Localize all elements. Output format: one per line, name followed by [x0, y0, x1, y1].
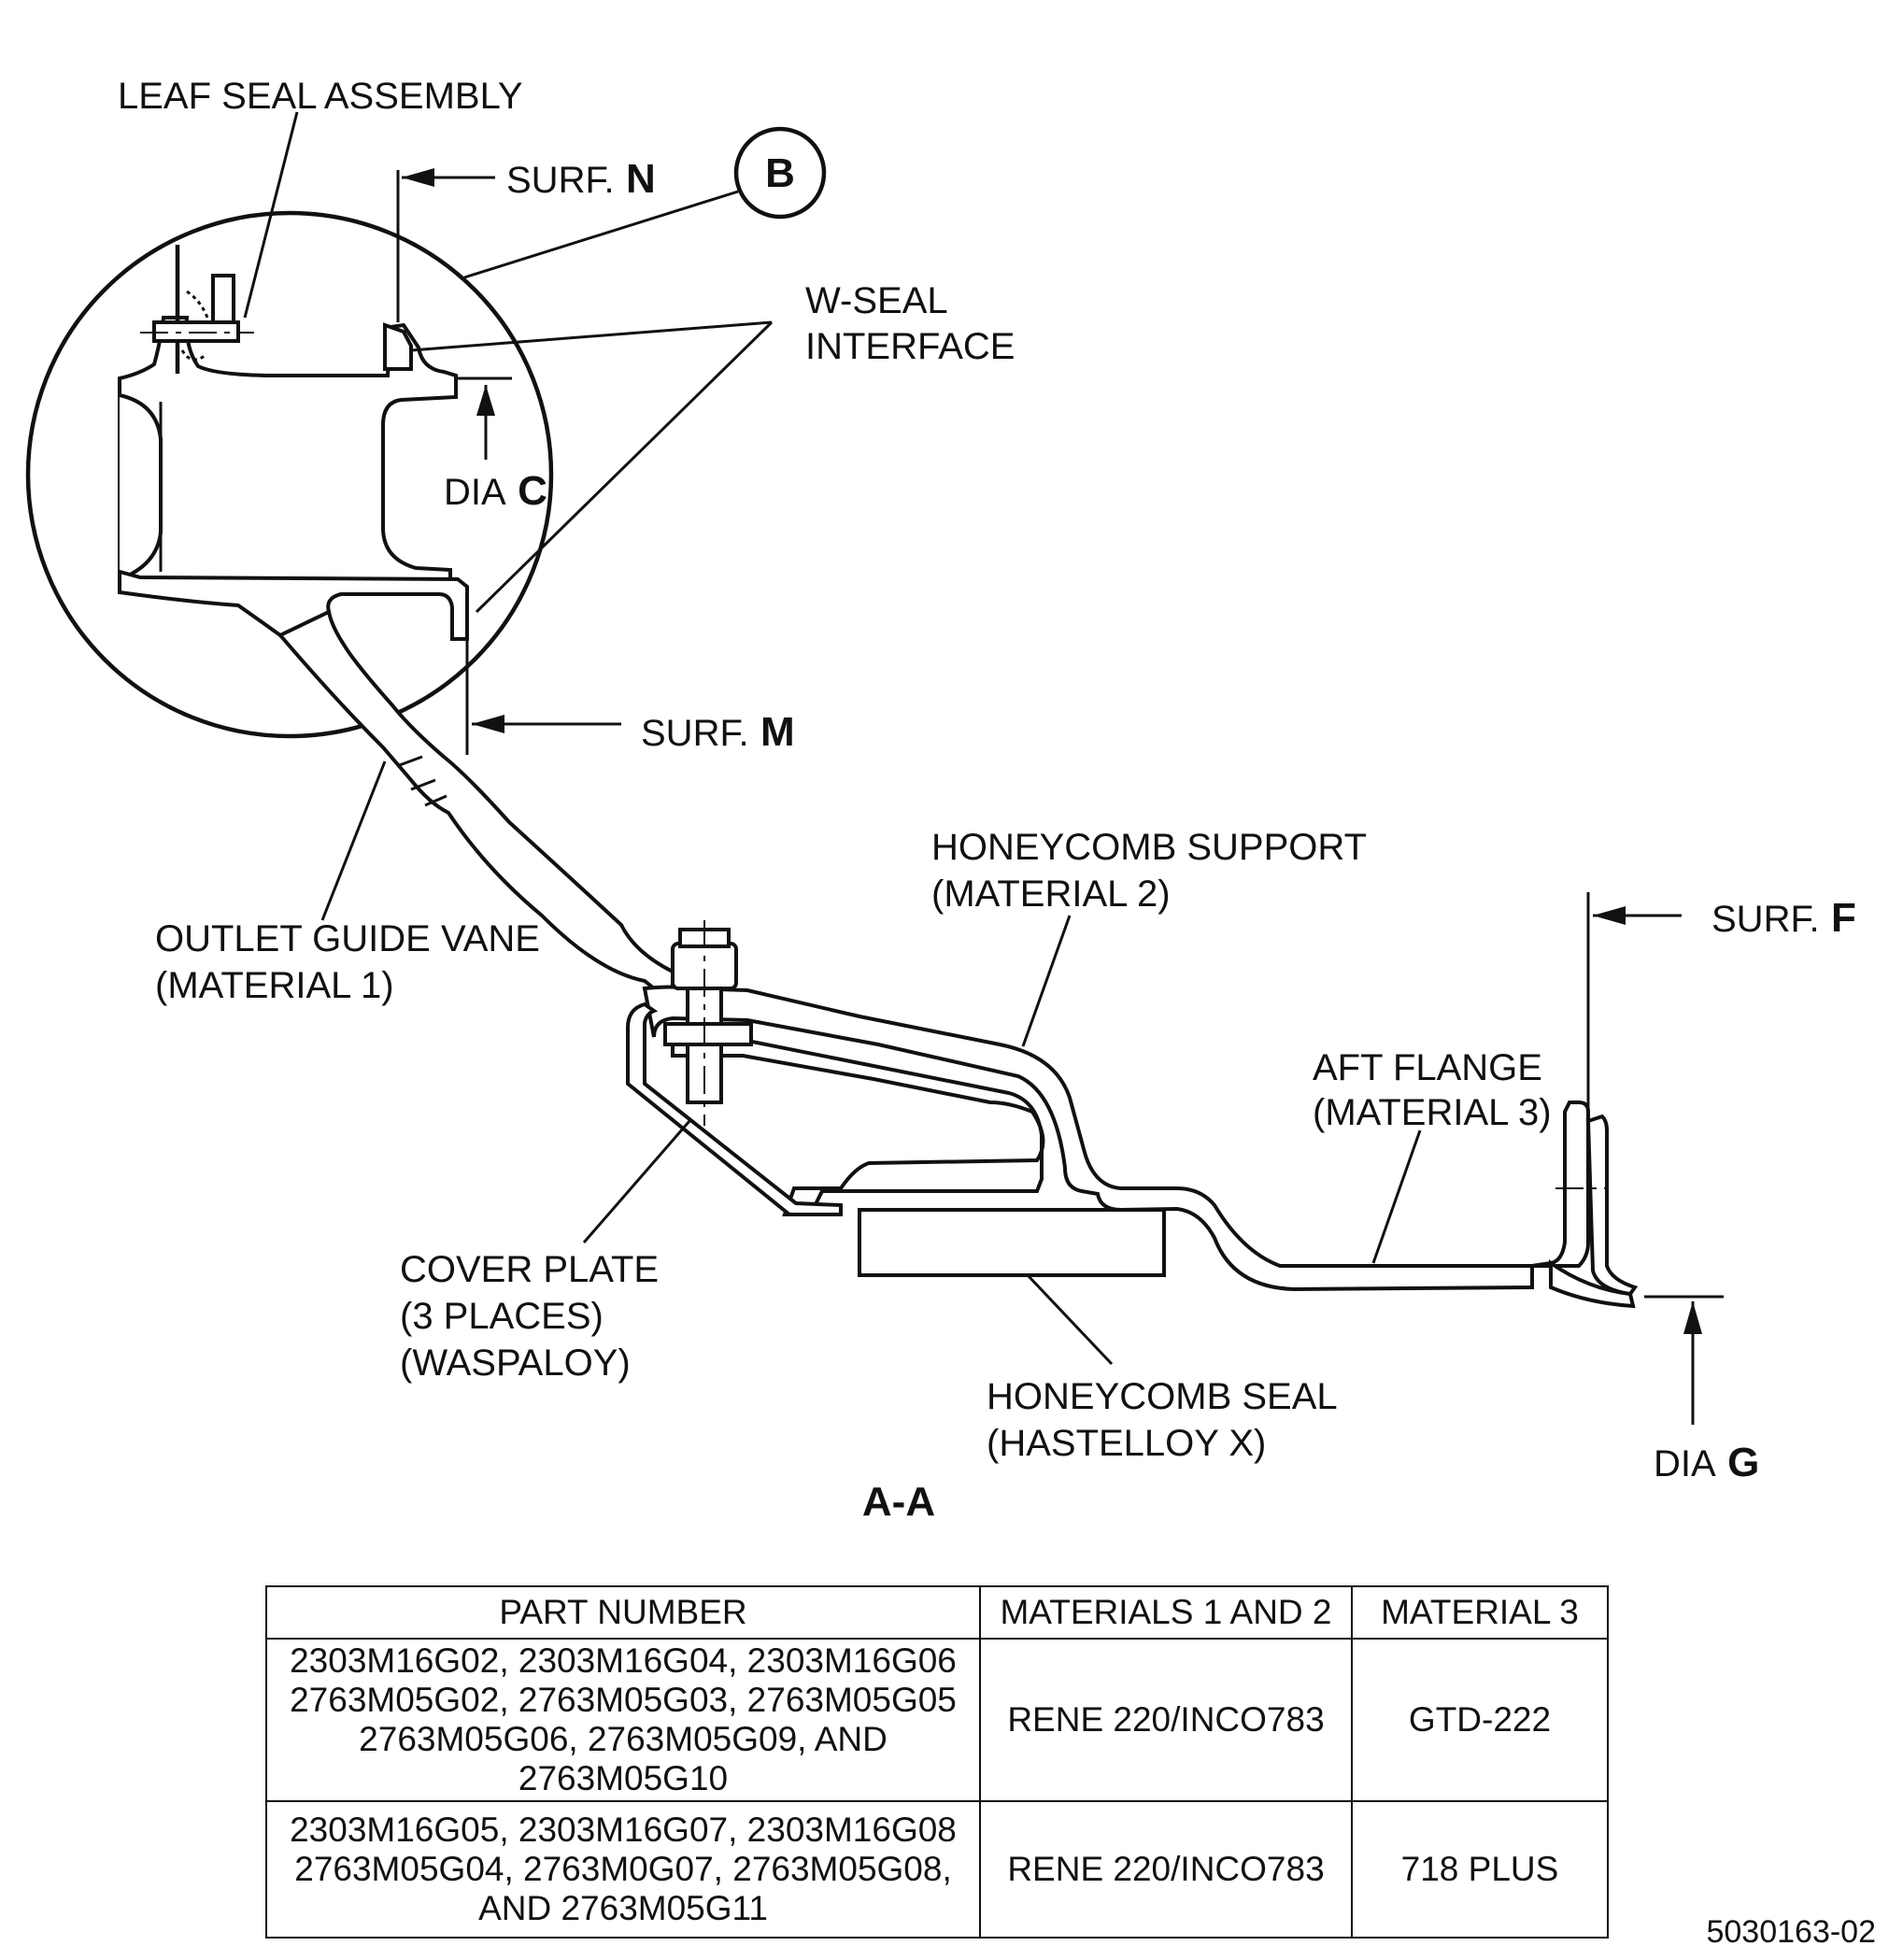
- label-leaf-seal-assembly: LEAF SEAL ASSEMBLY: [118, 76, 523, 117]
- column-header-materials-1-2: MATERIALS 1 AND 2: [979, 1585, 1353, 1640]
- label-dia-c: DIA C: [444, 468, 547, 514]
- part-number-cell: 2303M16G02, 2303M16G04, 2303M16G06 2763M…: [265, 1638, 981, 1802]
- honeycomb-support-inner: [671, 1037, 1045, 1217]
- table-row: 2303M16G05, 2303M16G07, 2303M16G08 2763M…: [265, 1800, 1609, 1939]
- materials-1-2-cell: RENE 220/INCO783: [979, 1800, 1353, 1939]
- table-header-row: PART NUMBER MATERIALS 1 AND 2 MATERIAL 3: [265, 1585, 1609, 1640]
- ogv-leader: [320, 760, 387, 921]
- detail-b-callout-bubble: [733, 126, 827, 220]
- label-hc-support-line1: HONEYCOMB SUPPORT: [931, 827, 1367, 868]
- aft-flange: [1531, 1101, 1590, 1268]
- cover-plate: [626, 1001, 843, 1216]
- label-hc-support-line2: (MATERIAL 2): [931, 873, 1171, 915]
- label-w-seal-line2: INTERFACE: [805, 326, 1015, 367]
- label-cover-plate-line1: COVER PLATE: [400, 1249, 659, 1290]
- surf-m-arrowhead: [472, 715, 504, 733]
- cover-plate-leader: [582, 1120, 691, 1243]
- label-hc-seal-line1: HONEYCOMB SEAL: [987, 1376, 1338, 1417]
- aft-flange-lug: [1585, 1114, 1639, 1297]
- aft-flange-leader: [1371, 1129, 1422, 1264]
- materials-1-2-cell: RENE 220/INCO783: [979, 1638, 1353, 1802]
- w-seal-hook: [383, 322, 413, 371]
- label-aft-flange-line2: (MATERIAL 3): [1313, 1092, 1552, 1133]
- label-detail-b: B: [765, 150, 795, 196]
- ogv-arm-mark-1: [396, 755, 423, 768]
- honeycomb-seal-leader: [1026, 1273, 1114, 1366]
- surf-f-arrowhead: [1593, 906, 1626, 925]
- detail-b-circle: [25, 210, 554, 739]
- label-aft-flange-line1: AFT FLANGE: [1313, 1047, 1542, 1088]
- ogv-arm-mark-3: [424, 794, 447, 807]
- material-3-cell: 718 PLUS: [1351, 1800, 1609, 1939]
- w-seal-leader-bottom: [475, 320, 774, 614]
- ogv-arm-mark-2: [410, 778, 436, 791]
- dia-g-arrowhead: [1683, 1301, 1702, 1334]
- label-ogv-line1: OUTLET GUIDE VANE: [155, 918, 540, 959]
- label-surf-n: SURF. N: [506, 156, 656, 202]
- bolt-nut: [663, 1022, 753, 1046]
- dia-c-arrowhead: [476, 385, 495, 416]
- label-surf-f: SURF. F: [1711, 895, 1856, 941]
- label-dia-g: DIA G: [1654, 1440, 1759, 1485]
- table-row: 2303M16G02, 2303M16G04, 2303M16G06 2763M…: [265, 1638, 1609, 1802]
- w-seal-leader-top: [410, 320, 773, 352]
- aft-flange-tip: [1549, 1259, 1636, 1309]
- honeycomb-support: [642, 985, 1534, 1292]
- leaf-seal-chain: [180, 290, 209, 362]
- vane-inner-body: [119, 393, 163, 581]
- material-3-cell: GTD-222: [1351, 1638, 1609, 1802]
- part-number-cell: 2303M16G05, 2303M16G07, 2303M16G08 2763M…: [265, 1800, 981, 1939]
- detail-b-leader: [463, 190, 739, 279]
- column-header-material-3: MATERIAL 3: [1351, 1585, 1609, 1640]
- label-hc-seal-line2: (HASTELLOY X): [987, 1423, 1266, 1464]
- label-cover-plate-line3: (WASPALOY): [400, 1342, 631, 1384]
- part-material-table: PART NUMBER MATERIALS 1 AND 2 MATERIAL 3…: [265, 1585, 1609, 1939]
- column-header-part-number: PART NUMBER: [265, 1585, 981, 1640]
- leaf-seal-leader: [243, 111, 299, 319]
- honeycomb-seal: [858, 1208, 1166, 1277]
- honeycomb-support-leader: [1021, 915, 1072, 1047]
- surf-n-arrowhead: [402, 168, 434, 187]
- section-title: A-A: [862, 1479, 935, 1525]
- label-ogv-line2: (MATERIAL 1): [155, 965, 394, 1006]
- label-w-seal-line1: W-SEAL: [805, 280, 948, 321]
- label-cover-plate-line2: (3 PLACES): [400, 1296, 604, 1337]
- figure-number: 5030163-02: [1706, 1914, 1876, 1950]
- label-surf-m: SURF. M: [641, 709, 795, 755]
